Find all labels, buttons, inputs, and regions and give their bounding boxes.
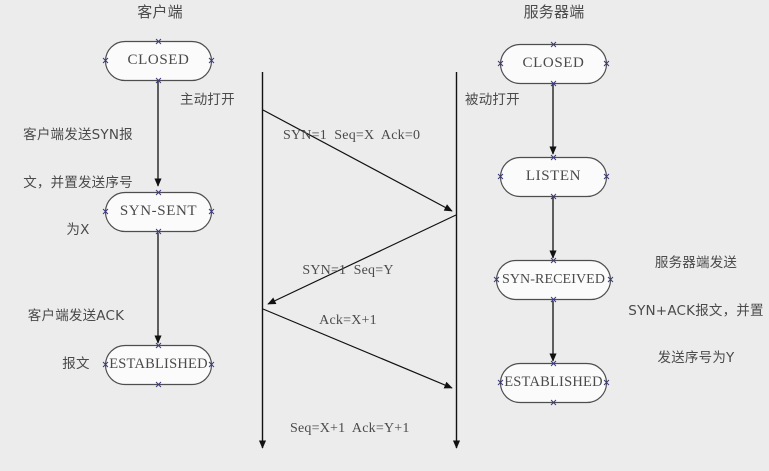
state-server-syn-received: SYN-RECEIVED xyxy=(501,272,606,287)
state-server-established: ESTABLISHED xyxy=(504,374,603,390)
anchor-icon xyxy=(550,257,557,264)
anchor-icon xyxy=(550,296,557,303)
anchor-icon xyxy=(155,77,162,84)
annotation-client-ack: 客户端发送ACK 报文 xyxy=(6,277,146,404)
message-label-ack: Seq=X+1 Ack=Y+1 xyxy=(290,388,410,471)
client-column-header: 客户端 xyxy=(137,3,183,21)
client-active-open-label: 主动打开 xyxy=(180,92,235,108)
annotation-server-syn-ack-line-1: 服务器端发送 xyxy=(654,254,738,271)
state-client-syn-sent: SYN-SENT xyxy=(119,203,198,219)
annotation-server-syn-ack: 服务器端发送 SYN+ACK报文，并置 发送序号为Y xyxy=(623,224,769,399)
message-label-ack-line-1: Seq=X+1 Ack=Y+1 xyxy=(290,421,410,437)
annotation-client-ack-line-1: 客户端发送ACK xyxy=(27,307,125,324)
message-label-syn-ack-line-2: Ack=X+1 xyxy=(319,312,377,328)
anchor-icon xyxy=(155,381,162,388)
anchor-icon xyxy=(155,38,162,45)
anchor-icon xyxy=(155,342,162,349)
server-passive-open-label: 被动打开 xyxy=(465,92,520,108)
anchor-icon xyxy=(550,154,557,161)
annotation-client-ack-line-2: 报文 xyxy=(62,355,90,372)
state-server-closed: CLOSED xyxy=(522,55,585,71)
anchor-icon xyxy=(550,399,557,406)
anchor-icon xyxy=(550,41,557,48)
annotation-client-syn-line-1: 客户端发送SYN报 xyxy=(23,126,133,143)
anchor-icon xyxy=(550,80,557,87)
annotation-client-syn: 客户端发送SYN报 文，并置发送序号 为X xyxy=(4,96,152,271)
server-column-header: 服务器端 xyxy=(523,3,585,21)
state-server-listen: LISTEN xyxy=(525,168,582,184)
annotation-server-syn-ack-line-3: 发送序号为Y xyxy=(657,350,735,367)
message-label-syn-ack-line-1: SYN=1 Seq=Y xyxy=(302,263,394,279)
state-client-closed: CLOSED xyxy=(127,52,190,68)
state-client-established: ESTABLISHED xyxy=(109,356,208,372)
anchor-icon xyxy=(550,360,557,367)
message-label-syn-ack: SYN=1 Seq=Y Ack=X+1 xyxy=(278,230,418,362)
annotation-client-syn-line-2: 文，并置发送序号 xyxy=(23,174,133,191)
anchor-icon xyxy=(550,193,557,200)
message-label-syn-line-1: SYN=1 Seq=X Ack=0 xyxy=(283,128,421,144)
anchor-icon xyxy=(155,228,162,235)
message-label-syn: SYN=1 Seq=X Ack=0 xyxy=(283,95,420,178)
annotation-client-syn-line-3: 为X xyxy=(66,222,90,239)
anchor-icon xyxy=(155,189,162,196)
annotation-server-syn-ack-line-2: SYN+ACK报文，并置 xyxy=(628,302,764,319)
